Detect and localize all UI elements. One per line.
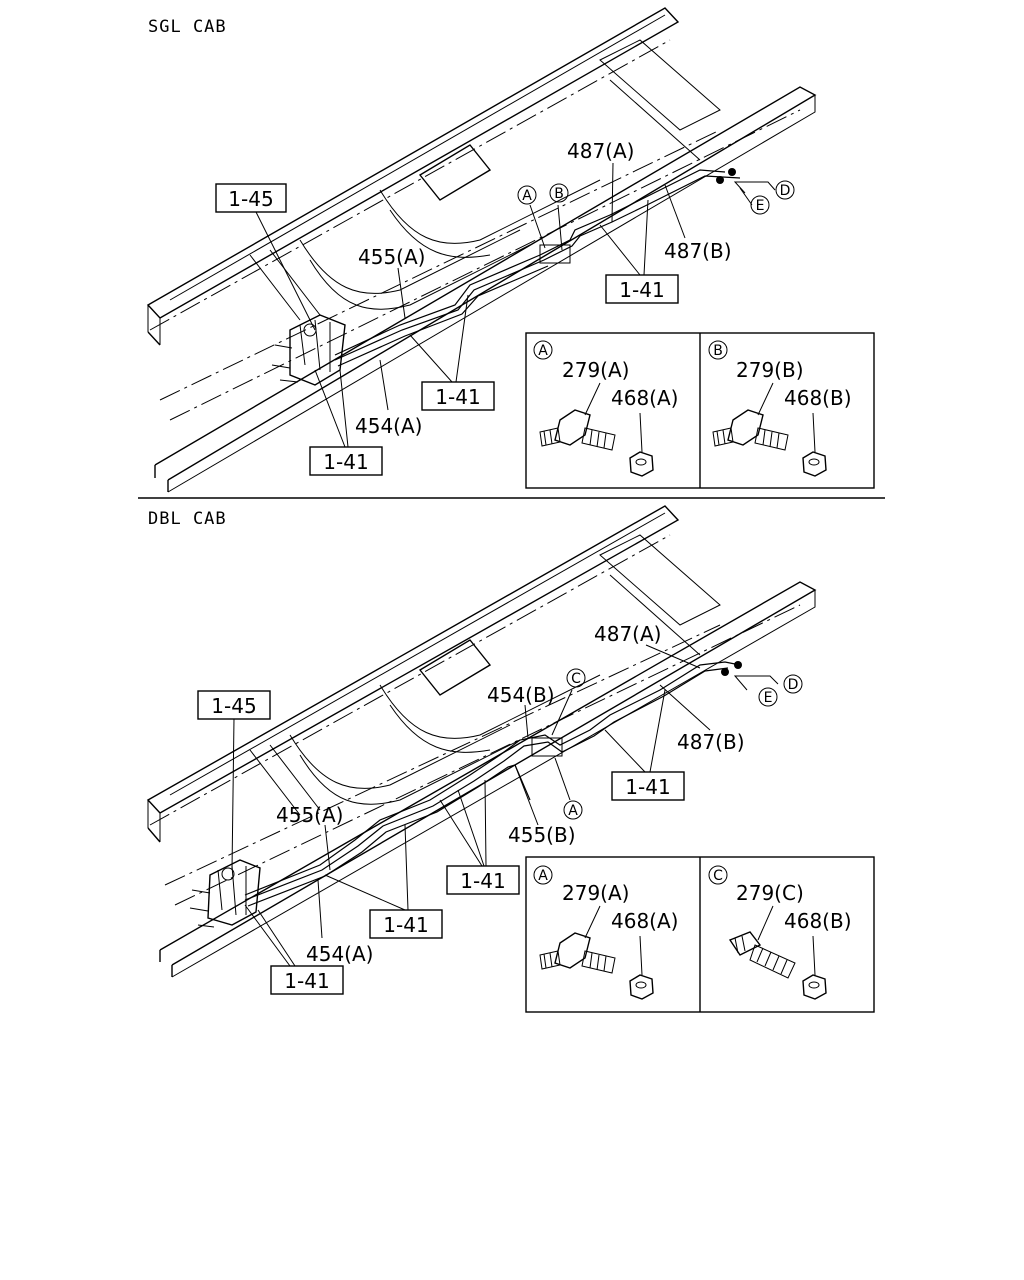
- svg-text:A: A: [538, 343, 548, 359]
- svg-text:C: C: [571, 671, 581, 687]
- nut-468a-icon: [629, 451, 654, 477]
- svg-text:1-41: 1-41: [284, 969, 329, 993]
- svg-text:1-45: 1-45: [211, 694, 256, 718]
- sgl-cab-section: SGL CAB: [146, 7, 875, 493]
- nut-468b-icon: [802, 974, 827, 1000]
- sgl-part-487a: 487(A): [567, 139, 634, 163]
- dbl-ref-1-45: 1-45: [197, 690, 271, 720]
- sgl-ref-1-41-lower: 1-41: [309, 446, 383, 476]
- sgl-leader-lines: [255, 162, 776, 448]
- dbl-part-487a: 487(A): [594, 622, 661, 646]
- sgl-brake-pipes: [271, 168, 741, 386]
- dbl-leader-lines: [231, 644, 779, 967]
- sgl-marker-b: B: [549, 183, 569, 203]
- sgl-marker-d: D: [775, 180, 795, 200]
- sgl-ref-1-41-upper: 1-41: [605, 274, 679, 304]
- svg-text:279(A): 279(A): [562, 358, 629, 382]
- svg-text:A: A: [538, 868, 548, 884]
- svg-text:468(A): 468(A): [611, 909, 678, 933]
- sgl-detail-right: B 279(B) 468(B): [708, 340, 852, 477]
- dbl-ref-1-41-center: 1-41: [446, 865, 520, 895]
- svg-text:1-41: 1-41: [460, 869, 505, 893]
- sgl-part-487b: 487(B): [664, 239, 732, 263]
- dbl-cab-title: DBL CAB: [148, 509, 227, 529]
- svg-text:468(B): 468(B): [784, 909, 852, 933]
- svg-text:468(A): 468(A): [611, 386, 678, 410]
- svg-text:B: B: [713, 343, 723, 359]
- dbl-part-455a: 455(A): [276, 803, 343, 827]
- dbl-marker-d: D: [783, 674, 803, 694]
- dbl-detail-left: A 279(A) 468(A): [533, 865, 678, 1000]
- dbl-part-487b: 487(B): [677, 730, 745, 754]
- svg-text:1-41: 1-41: [383, 913, 428, 937]
- svg-text:E: E: [764, 690, 773, 706]
- svg-text:E: E: [756, 198, 765, 214]
- svg-text:C: C: [713, 868, 723, 884]
- svg-text:1-45: 1-45: [228, 187, 273, 211]
- dbl-frame-drawing: [146, 505, 817, 978]
- dbl-brake-valve-unit: [189, 859, 261, 928]
- svg-text:1-41: 1-41: [323, 450, 368, 474]
- dbl-brake-pipes: [189, 661, 742, 928]
- svg-text:D: D: [780, 183, 791, 199]
- svg-text:279(C): 279(C): [736, 881, 804, 905]
- dbl-marker-c: C: [566, 668, 586, 688]
- svg-text:1-41: 1-41: [625, 775, 670, 799]
- svg-text:B: B: [554, 186, 564, 202]
- nut-468b-icon: [802, 451, 827, 477]
- svg-text:D: D: [788, 677, 799, 693]
- svg-text:468(B): 468(B): [784, 386, 852, 410]
- sgl-detail-box: A 279(A) 468(A) B: [525, 332, 875, 489]
- sgl-part-454a: 454(A): [355, 414, 422, 438]
- sgl-ref-1-45: 1-45: [215, 183, 287, 213]
- sgl-detail-left: A 279(A) 468(A): [533, 340, 678, 477]
- dbl-ref-1-41-right: 1-41: [611, 771, 685, 801]
- dbl-part-454b: 454(B): [487, 683, 555, 707]
- fitting-279a-icon: [539, 932, 616, 974]
- fitting-279b-icon: [712, 409, 789, 451]
- sgl-part-455a: 455(A): [358, 245, 425, 269]
- sgl-cab-title: SGL CAB: [148, 17, 227, 37]
- svg-text:A: A: [522, 188, 532, 204]
- dbl-marker-e: E: [758, 687, 778, 707]
- nut-468a-icon: [629, 974, 654, 1000]
- sgl-ref-1-41-middle: 1-41: [421, 381, 495, 411]
- dbl-detail-right: C 279(C) 468(B): [708, 865, 852, 1000]
- fitting-279a-icon: [539, 409, 616, 451]
- dbl-cab-section: DBL CAB: [146, 505, 875, 1013]
- dbl-ref-1-41-lower: 1-41: [270, 965, 344, 995]
- dbl-marker-a: A: [563, 800, 583, 820]
- sgl-marker-e: E: [750, 195, 770, 215]
- sgl-marker-a: A: [517, 185, 537, 205]
- dbl-ref-1-41-middle: 1-41: [369, 909, 443, 939]
- fitting-279c-icon: [728, 931, 796, 979]
- dbl-part-454a: 454(A): [306, 942, 373, 966]
- sgl-frame-drawing: [146, 7, 817, 493]
- svg-text:279(A): 279(A): [562, 881, 629, 905]
- svg-text:1-41: 1-41: [435, 385, 480, 409]
- svg-text:1-41: 1-41: [619, 278, 664, 302]
- dbl-detail-box: A 279(A) 468(A) C 279(C: [525, 856, 875, 1013]
- svg-text:A: A: [568, 803, 578, 819]
- dbl-part-455b: 455(B): [508, 823, 576, 847]
- svg-text:279(B): 279(B): [736, 358, 804, 382]
